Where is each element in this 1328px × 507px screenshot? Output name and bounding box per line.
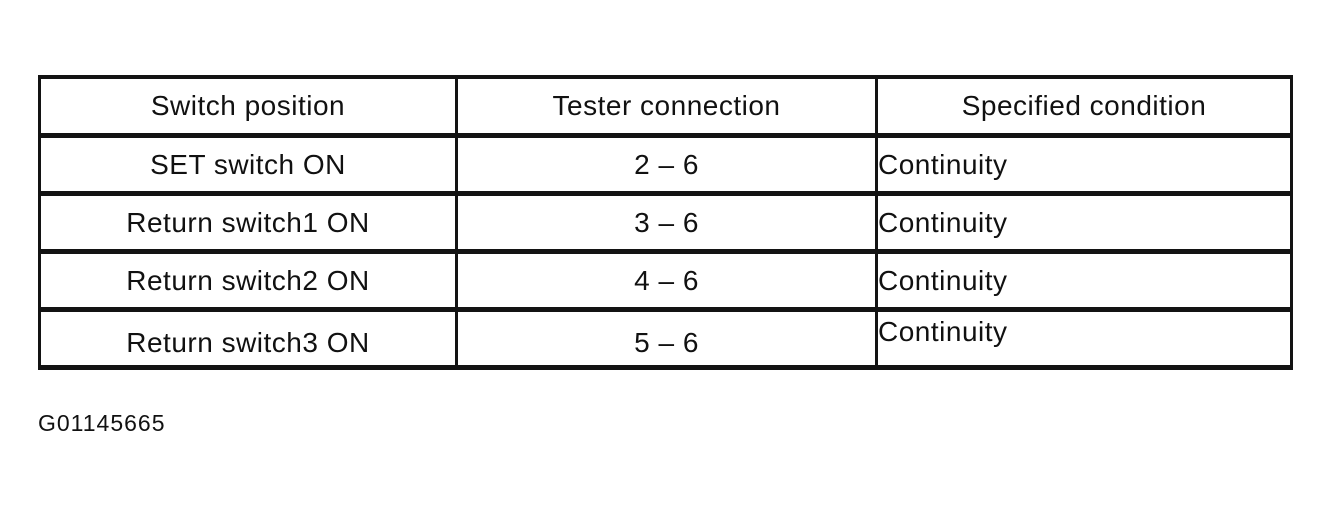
tester-connection-cell: 3 – 6 [455, 191, 878, 254]
switch-position-cell: Return switch2 ON [38, 249, 458, 312]
tester-connection-cell: 2 – 6 [455, 133, 878, 196]
header-cell-switch-position: Switch position [38, 75, 458, 138]
tester-connection-cell: 5 – 6 [455, 307, 878, 370]
specified-condition-cell: Continuity [875, 307, 1293, 370]
specified-condition-cell: Continuity [875, 133, 1293, 196]
continuity-spec-table: Switch position Tester connection Specif… [38, 75, 1293, 370]
specified-condition-cell: Continuity [875, 249, 1293, 312]
table-row: SET switch ON 2 – 6 Continuity [38, 133, 1293, 196]
table-row: Return switch1 ON 3 – 6 Continuity [38, 191, 1293, 254]
header-cell-specified-condition: Specified condition [875, 75, 1293, 138]
switch-position-cell: Return switch1 ON [38, 191, 458, 254]
header-cell-tester-connection: Tester connection [455, 75, 878, 138]
switch-position-cell: SET switch ON [38, 133, 458, 196]
tester-connection-cell: 4 – 6 [455, 249, 878, 312]
table-row: Return switch2 ON 4 – 6 Continuity [38, 249, 1293, 312]
switch-position-cell: Return switch3 ON [38, 307, 458, 370]
figure-id-caption: G01145665 [38, 410, 166, 436]
specified-condition-cell: Continuity [875, 191, 1293, 254]
table-row: Return switch3 ON 5 – 6 Continuity [38, 307, 1293, 370]
table-header-row: Switch position Tester connection Specif… [38, 75, 1293, 138]
